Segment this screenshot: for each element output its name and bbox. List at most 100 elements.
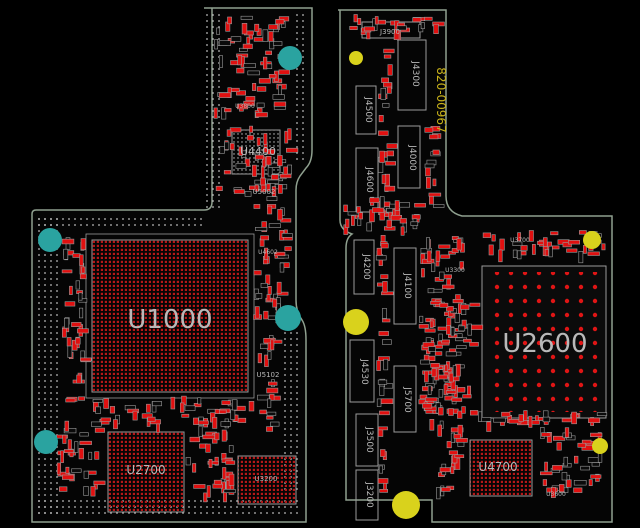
smd-pad <box>208 458 213 468</box>
smd-pad <box>400 226 405 236</box>
smd-pad <box>517 232 522 242</box>
smd-pad <box>380 243 389 249</box>
smd-pad <box>170 396 176 410</box>
smd-pad <box>79 273 87 280</box>
smd-pad <box>69 285 73 295</box>
smd-pad <box>205 443 211 453</box>
smd-pad <box>242 43 253 49</box>
smd-pad <box>516 250 522 260</box>
smd-pad <box>79 254 84 266</box>
smd-pad <box>393 29 400 41</box>
smd-pad <box>372 207 385 213</box>
smd-pad <box>552 465 563 471</box>
smd-pad <box>61 327 67 338</box>
smd-pad <box>79 307 84 319</box>
smd-pad <box>428 346 436 352</box>
smd-pad <box>380 88 386 100</box>
smd-pad <box>256 137 261 146</box>
smd-pad <box>414 203 426 208</box>
smd-pad <box>76 374 82 384</box>
smd-pad <box>523 410 528 421</box>
smd-pad <box>369 197 380 203</box>
smd-pad <box>202 434 216 440</box>
smd-pad <box>527 420 540 425</box>
smd-pad <box>243 63 257 68</box>
smd-pad <box>532 244 536 255</box>
smd-pad <box>350 215 355 226</box>
smd-pad <box>528 230 534 242</box>
smd-pad <box>92 398 103 403</box>
smd-pad <box>216 27 221 35</box>
smd-pad <box>267 381 278 386</box>
smd-pad <box>219 409 227 414</box>
smd-pad <box>377 379 388 385</box>
j4600-label: J4600 <box>364 166 374 193</box>
smd-pad <box>221 107 227 120</box>
smd-pad <box>433 288 443 293</box>
smd-pad <box>236 90 246 96</box>
smd-pad <box>433 204 445 208</box>
smd-pad <box>378 426 388 431</box>
smd-pad <box>420 22 425 29</box>
board-number-label: 820-00967 <box>434 67 448 132</box>
smd-pad <box>457 387 466 393</box>
j4000-outline <box>397 125 421 189</box>
u4700-label: U4700 <box>478 460 517 474</box>
smd-pad <box>520 245 528 251</box>
smd-pad <box>278 85 282 96</box>
smd-pad <box>377 161 384 173</box>
smd-pad <box>262 56 268 70</box>
smd-pad <box>60 450 64 463</box>
j5700-label: J5700 <box>402 386 412 413</box>
j4500-label: J4500 <box>363 96 373 123</box>
smd-pad <box>424 127 434 133</box>
smd-pad <box>75 280 80 290</box>
smd-pad <box>343 204 348 212</box>
smd-pad <box>83 470 89 479</box>
smd-pad <box>437 424 442 437</box>
j4100-label: J4100 <box>402 272 412 299</box>
smd-pad <box>493 417 506 423</box>
u3700-label: U3700 <box>510 237 530 244</box>
via-ring-upper <box>36 216 206 230</box>
smd-pad <box>223 489 236 493</box>
smd-pad <box>382 281 388 293</box>
j4600-outline <box>355 147 379 213</box>
smd-pad <box>226 129 232 137</box>
smd-pad <box>230 143 235 150</box>
smd-pad <box>270 421 280 427</box>
smd-pad <box>429 418 435 431</box>
smd-pad <box>233 189 245 194</box>
smd-pad <box>279 173 292 179</box>
j3500-outline <box>355 413 379 467</box>
smd-pad <box>93 480 106 485</box>
smd-pad <box>578 251 584 264</box>
j4300-label: J4300 <box>410 60 420 87</box>
smd-pad <box>78 396 86 401</box>
smd-pad <box>381 308 387 319</box>
smd-pad <box>274 251 286 257</box>
smd-pad <box>486 421 492 432</box>
smd-pad <box>227 16 232 25</box>
smd-pad <box>243 100 255 106</box>
smd-pad <box>590 474 602 479</box>
u1000-bga <box>91 239 249 393</box>
smd-pad <box>387 64 393 76</box>
smd-pad <box>277 209 283 221</box>
smd-pad <box>541 432 551 437</box>
smd-pad <box>544 461 548 472</box>
smd-pad <box>267 179 280 184</box>
smd-pad <box>147 416 156 422</box>
smd-pad <box>429 134 439 140</box>
smd-pad <box>383 54 392 59</box>
smd-pad <box>366 222 372 232</box>
smd-pad <box>235 163 247 169</box>
smd-pad <box>378 465 384 474</box>
smd-pad <box>386 219 392 228</box>
smd-pad <box>353 14 358 23</box>
mount-hole-yellow <box>343 309 369 335</box>
smd-pad <box>280 218 292 223</box>
smd-pad <box>269 393 275 401</box>
smd-pad <box>253 204 261 209</box>
